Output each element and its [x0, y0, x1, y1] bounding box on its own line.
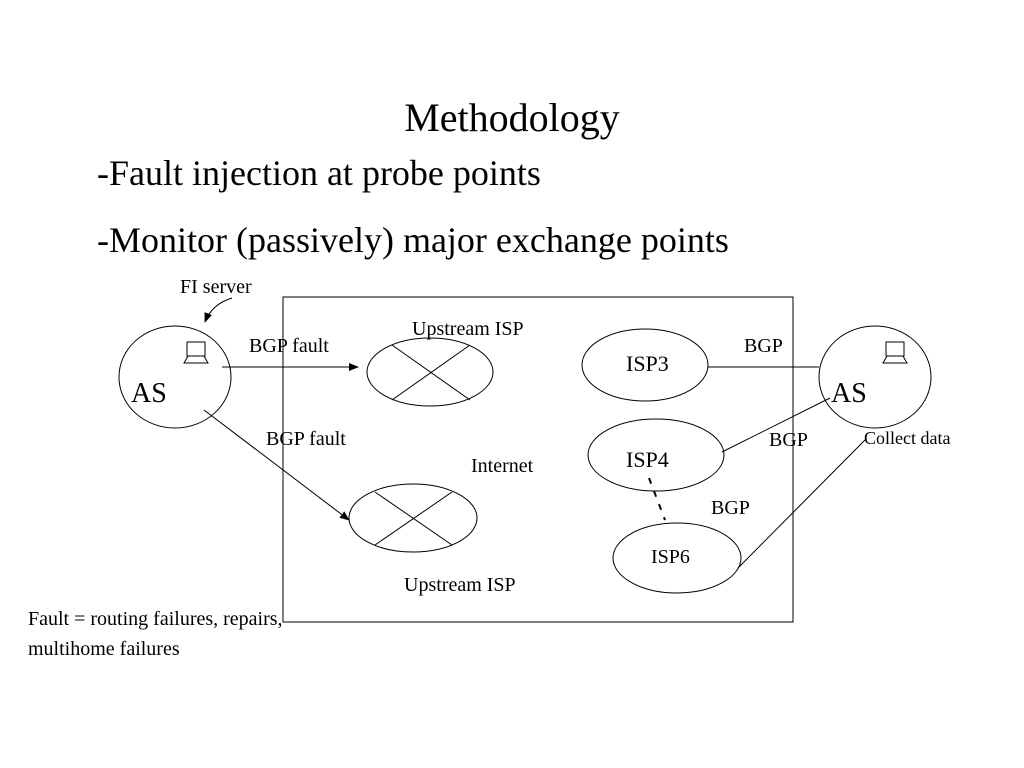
- internet-box: [282, 296, 794, 623]
- bgp-fault-label-bottom: BGP fault: [266, 428, 346, 450]
- isp4-label: ISP4: [626, 447, 669, 472]
- as-left-circle: [118, 325, 232, 429]
- bullet-fault-injection: -Fault injection at probe points: [97, 153, 541, 193]
- upstream-isp-top-node: [366, 337, 494, 407]
- bgp-link-isp6: [737, 439, 866, 569]
- upstream-isp-top-label: Upstream ISP: [412, 318, 524, 340]
- internet-label: Internet: [471, 455, 534, 477]
- computer-icon-right: [882, 341, 908, 364]
- bgp-label-isp3: BGP: [744, 335, 783, 357]
- as-right-circle: [818, 325, 932, 429]
- as-left-label: AS: [131, 378, 167, 409]
- isp4-node: [587, 418, 725, 492]
- isp3-label: ISP3: [626, 351, 669, 376]
- isp6-node: [612, 522, 742, 594]
- bgp-link-isp4: [721, 397, 831, 453]
- fi-server-arrow: [204, 297, 233, 323]
- as-right-label: AS: [831, 378, 867, 409]
- isp3-node: [581, 328, 709, 402]
- upstream-isp-bottom-label: Upstream ISP: [404, 574, 516, 596]
- computer-icon-left: [183, 341, 209, 364]
- isp6-label: ISP6: [651, 546, 690, 568]
- slide-title: Methodology: [404, 95, 620, 140]
- bgp-label-isp6: BGP: [711, 497, 750, 519]
- collect-data-label: Collect data: [864, 428, 951, 448]
- fault-definition-note: Fault = routing failures, repairs, multi…: [28, 608, 283, 660]
- bullet-monitor: -Monitor (passively) major exchange poin…: [97, 220, 729, 260]
- upstream-isp-bottom-node: [348, 483, 478, 553]
- bgp-label-isp4: BGP: [769, 429, 808, 451]
- isp4-isp6-link: [648, 477, 666, 521]
- bgp-fault-label-top: BGP fault: [249, 335, 329, 357]
- fi-server-label: FI server: [180, 276, 252, 298]
- bgp-fault-arrow-bottom: [203, 409, 350, 521]
